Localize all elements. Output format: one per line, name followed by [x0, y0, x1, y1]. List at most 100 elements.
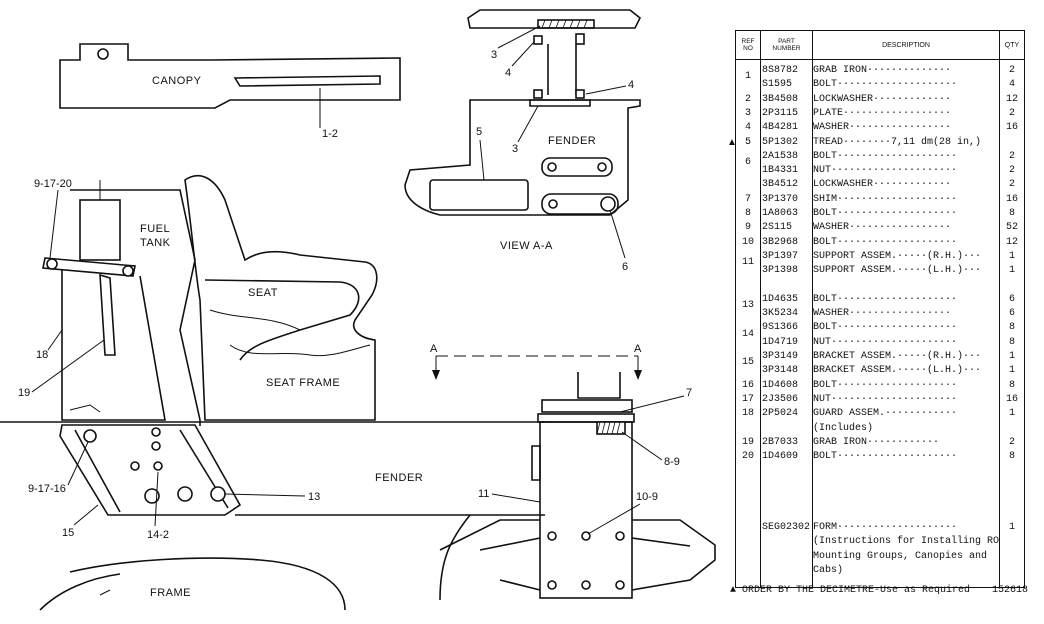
part-number-cell: S1595 [762, 79, 793, 91]
description-cell: BOLT···················· [813, 208, 958, 219]
part-number-cell: 2S115 [762, 222, 793, 234]
description-cell: SUPPORT ASSEM.·····(L.H.)··· [813, 265, 982, 277]
seat [184, 175, 378, 421]
qty-cell: 8 [1008, 208, 1015, 219]
part-number-cell: 2J3506 [762, 393, 799, 405]
section-line-a-a [432, 355, 642, 380]
description-cell: BOLT···················· [813, 236, 958, 248]
part-number-cell: 3B4508 [762, 93, 799, 105]
callout-15: 15 [62, 527, 74, 539]
callout-19: 19 [18, 387, 30, 399]
frame [39, 557, 346, 611]
part-number-cell: 3B4512 [762, 179, 799, 191]
part-number-cell: 2A1538 [762, 150, 799, 162]
description-cell: GUARD ASSEM.············ [813, 408, 958, 420]
callout-18: 18 [36, 349, 48, 361]
plate-number: 152618 [992, 585, 1029, 596]
guard-assembly [42, 257, 166, 421]
description-cell: BOLT···················· [813, 379, 958, 391]
description-cell: Mounting Groups, Canopies and [813, 550, 988, 562]
qty-cell: 2 [1008, 150, 1015, 162]
description-cell: LOCKWASHER············· [813, 93, 952, 105]
description-cell: NUT····················· [813, 336, 958, 348]
fuel-tank [70, 180, 201, 426]
table-row: (Includes) [736, 422, 1024, 436]
callout-7: 7 [686, 387, 692, 399]
qty-cell: 8 [1008, 451, 1015, 463]
callout-11: 11 [478, 488, 489, 500]
callout-8-9: 8-9 [664, 456, 680, 468]
description-cell: BOLT···················· [813, 150, 958, 162]
part-number-cell: 2B7033 [762, 436, 799, 448]
part-number-cell: 3P1397 [762, 250, 799, 262]
description-cell: NUT····················· [813, 165, 958, 177]
callout-1-2: 1-2 [322, 128, 338, 140]
callout-5: 5 [476, 126, 482, 138]
description-cell: WASHER················· [813, 122, 952, 134]
callout-9-17-20: 9-17-20 [34, 178, 72, 190]
qty-cell: 8 [1008, 379, 1015, 391]
ref-no-cell: 17 [741, 393, 754, 405]
section-a-left: A [430, 343, 438, 355]
group-ref-no: 13 [741, 299, 754, 311]
qty-cell: 1 [1008, 522, 1015, 533]
ref-no-cell: 10 [741, 236, 754, 248]
table-row: 2A1538 BOLT···················· 2 [736, 150, 1024, 164]
part-number-cell: 2P5024 [762, 408, 799, 420]
description-cell: BOLT···················· [813, 322, 958, 334]
part-number-cell: 1A8063 [762, 208, 799, 219]
group-ref-no: 14 [741, 328, 754, 340]
qty-cell: 1 [1008, 250, 1015, 262]
seat-label: SEAT [248, 287, 278, 299]
ref-no-cell: 18 [741, 408, 754, 420]
seat-frame-label: SEAT FRAME [266, 377, 340, 389]
qty-cell: 1 [1008, 351, 1015, 362]
qty-cell: 6 [1008, 293, 1015, 305]
form-row: Cabs) [736, 564, 1024, 578]
view-a-a-label: VIEW A-A [500, 240, 553, 252]
ref-no-cell: 7 [744, 193, 751, 205]
group-ref-no: 1 [744, 71, 751, 83]
description-cell: BOLT···················· [813, 451, 958, 463]
qty-cell: 2 [1008, 65, 1015, 76]
canopy [59, 43, 401, 128]
part-number-cell: 3P1370 [762, 193, 799, 205]
qty-cell: 12 [1005, 236, 1018, 248]
description-cell: BOLT···················· [813, 293, 958, 305]
description-cell: (Includes) [813, 422, 874, 434]
form-row: (Instructions for Installing ROPS [736, 535, 1024, 549]
description-cell: GRAB IRON·············· [813, 65, 952, 76]
qty-cell: 1 [1008, 408, 1015, 420]
callout-9-17-16: 9-17-16 [28, 483, 66, 495]
group-ref-no: 11 [741, 257, 754, 269]
part-number-cell: 1B4331 [762, 165, 799, 177]
ref-no-cell: 16 [741, 379, 754, 391]
header-description: DESCRIPTION [882, 41, 930, 49]
canopy-label: CANOPY [152, 75, 202, 87]
callout-10-9: 10-9 [636, 491, 658, 503]
tank-label: TANK [140, 237, 171, 249]
qty-cell: 2 [1008, 165, 1015, 177]
table-row [736, 279, 1024, 293]
fender-label: FENDER [375, 472, 423, 484]
description-cell: BOLT···················· [813, 79, 958, 91]
fuel-label: FUEL [140, 223, 170, 235]
qty-cell: 6 [1008, 308, 1015, 320]
callout-4-mid: 4 [628, 79, 634, 91]
frame-label: FRAME [150, 587, 191, 599]
part-number-cell: SEG02302 [762, 522, 811, 533]
